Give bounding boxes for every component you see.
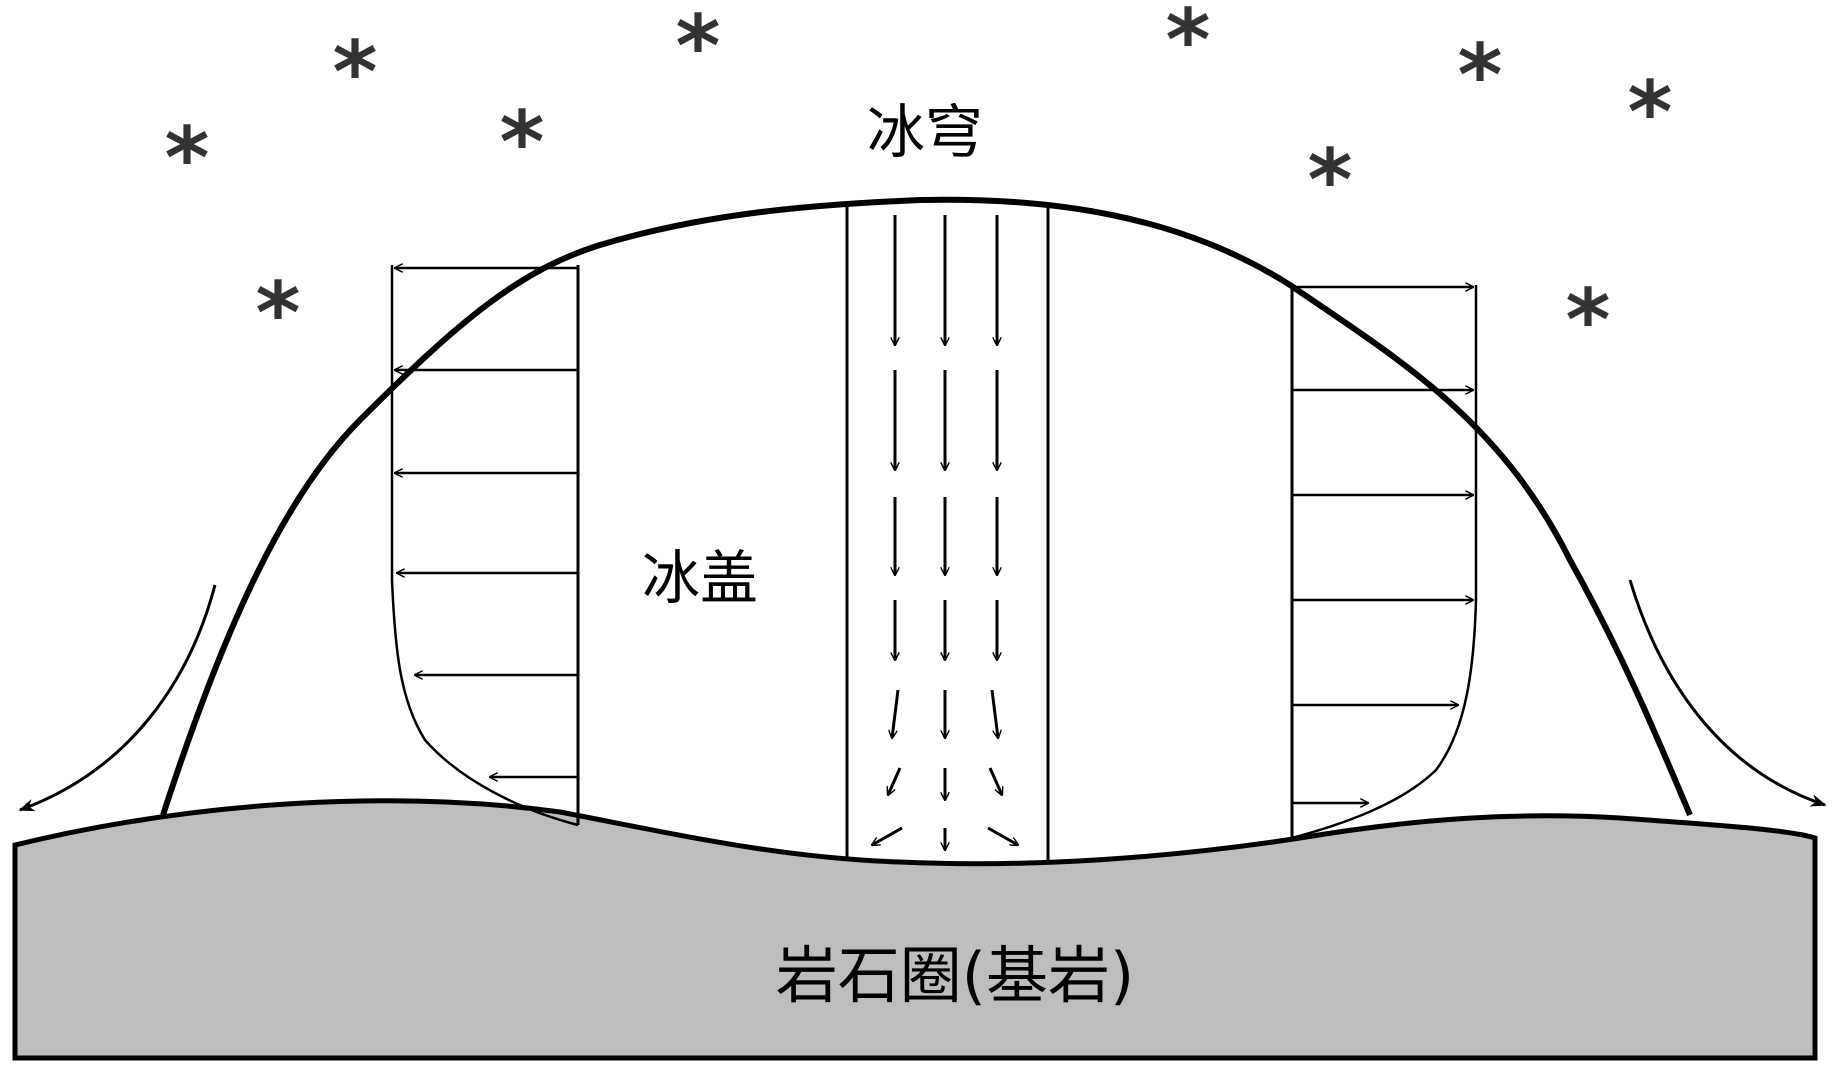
down-arrow — [988, 767, 1002, 795]
snowflake-icon: * — [1458, 26, 1503, 126]
ice-sheet-label: 冰盖 — [642, 544, 758, 612]
snowflake-icon: * — [676, 0, 721, 97]
snowflake-icon: * — [333, 23, 378, 123]
downward-flow-arrows — [872, 215, 1018, 850]
down-arrow — [990, 689, 998, 738]
snowflake-icon: * — [256, 264, 301, 364]
snowflake-icon: * — [1308, 131, 1353, 231]
bedrock — [12, 798, 1818, 1061]
snowfall: * * * * * * * * * * — [165, 0, 1673, 371]
ice-dome-label: 冰穹 — [867, 98, 983, 166]
snowflake-icon: * — [1628, 63, 1673, 163]
left-outflow-arrow — [18, 584, 217, 812]
right-outflow-arrow — [1628, 579, 1827, 807]
lithosphere-label: 岩石圈(基岩) — [776, 939, 1134, 1012]
snowflake-icon: * — [500, 93, 545, 193]
left-velocity-profile-curve — [390, 265, 579, 827]
down-arrow — [888, 767, 902, 795]
down-arrow — [892, 689, 900, 738]
left-velocity-arrows — [395, 268, 578, 777]
right-velocity-arrows — [1292, 287, 1473, 803]
snowflake-icon: * — [165, 109, 210, 209]
spread-arrow — [872, 826, 903, 847]
spread-arrow — [987, 826, 1018, 847]
ice-sheet-outline — [160, 196, 1693, 817]
right-velocity-profile-curve — [1291, 285, 1478, 840]
snowflake-icon: * — [1166, 0, 1211, 91]
snowflake-icon: * — [1566, 271, 1611, 371]
